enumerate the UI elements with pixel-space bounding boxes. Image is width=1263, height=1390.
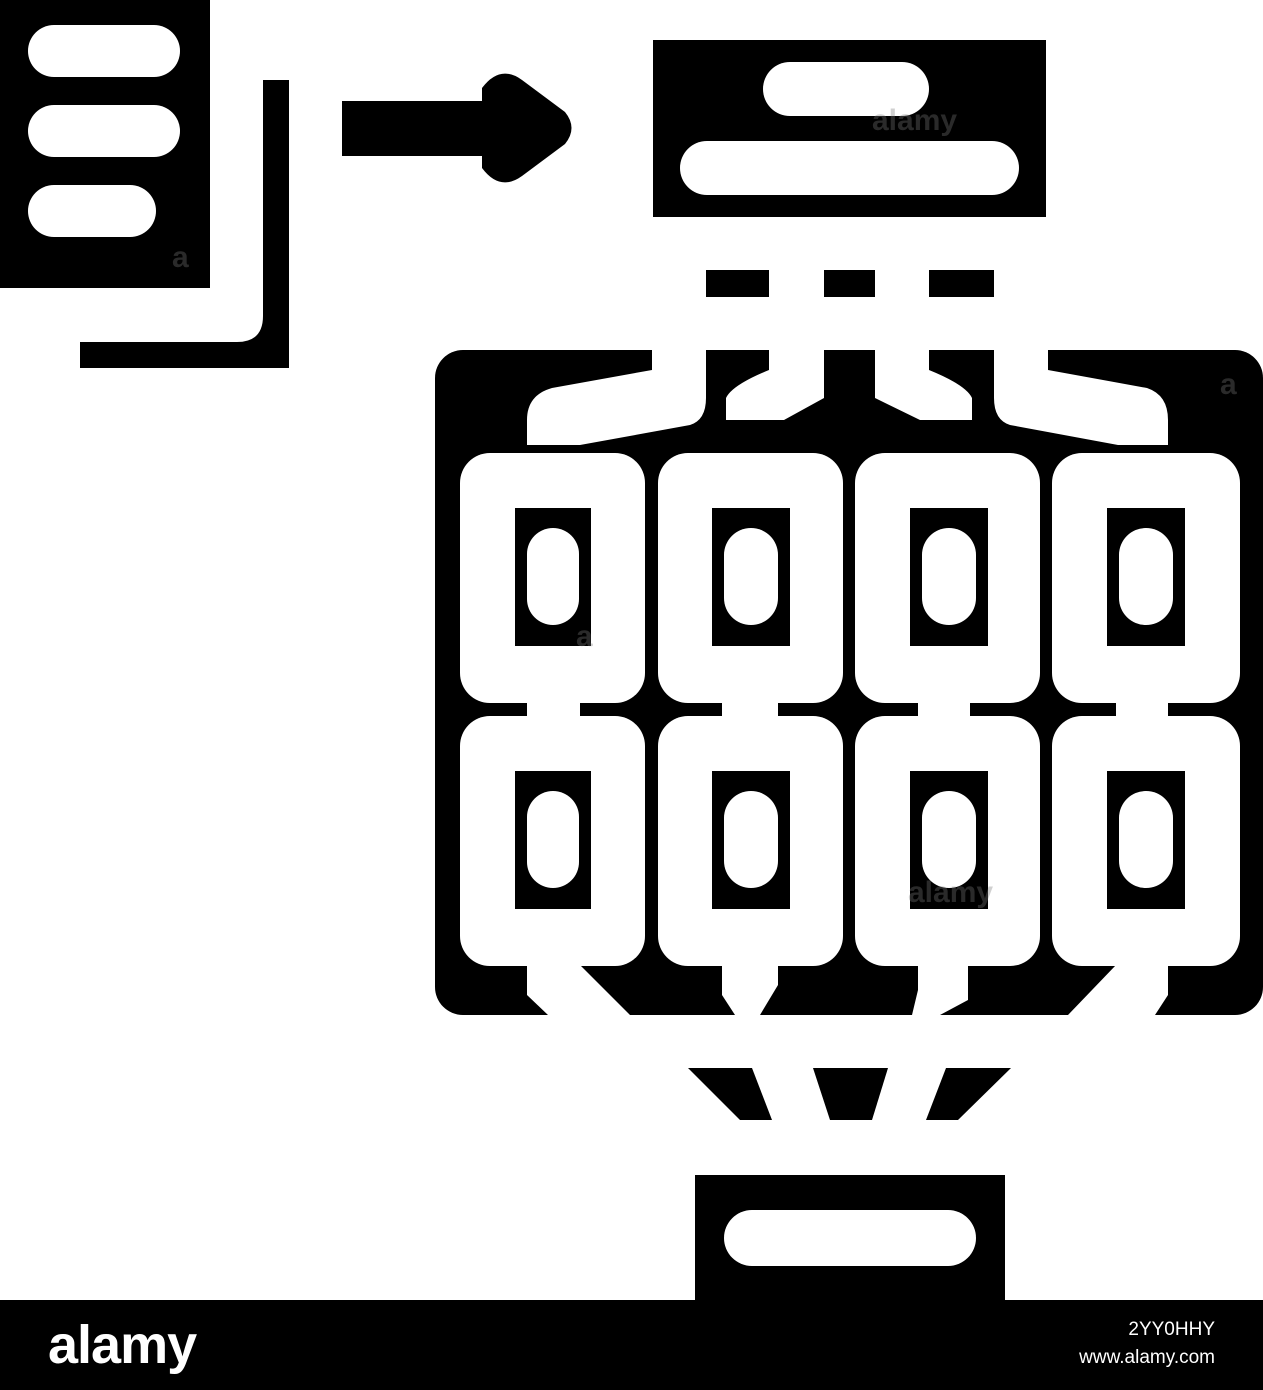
footer-bar [0,1300,1263,1390]
node-cell [855,716,1040,966]
node-cell [1052,453,1240,703]
output-funnel [688,1068,1011,1120]
node-cell [658,716,843,966]
arrow-right-icon [342,73,572,183]
site-url: www.alamy.com [1079,1347,1215,1368]
node-cell [460,453,645,703]
top-output-box [653,40,1046,217]
node-grid [460,453,1240,966]
brand-logo: alamy [48,1315,197,1375]
neural-network-process-icon [0,0,1263,1300]
connector-dashes [706,270,994,297]
node-cell [658,453,843,703]
bottom-output-box [695,1175,1005,1300]
node-cell [1052,716,1240,966]
image-id: 2YY0HHY [1128,1319,1215,1340]
input-document-icon [0,0,289,368]
node-cell [855,453,1040,703]
node-cell [460,716,645,966]
